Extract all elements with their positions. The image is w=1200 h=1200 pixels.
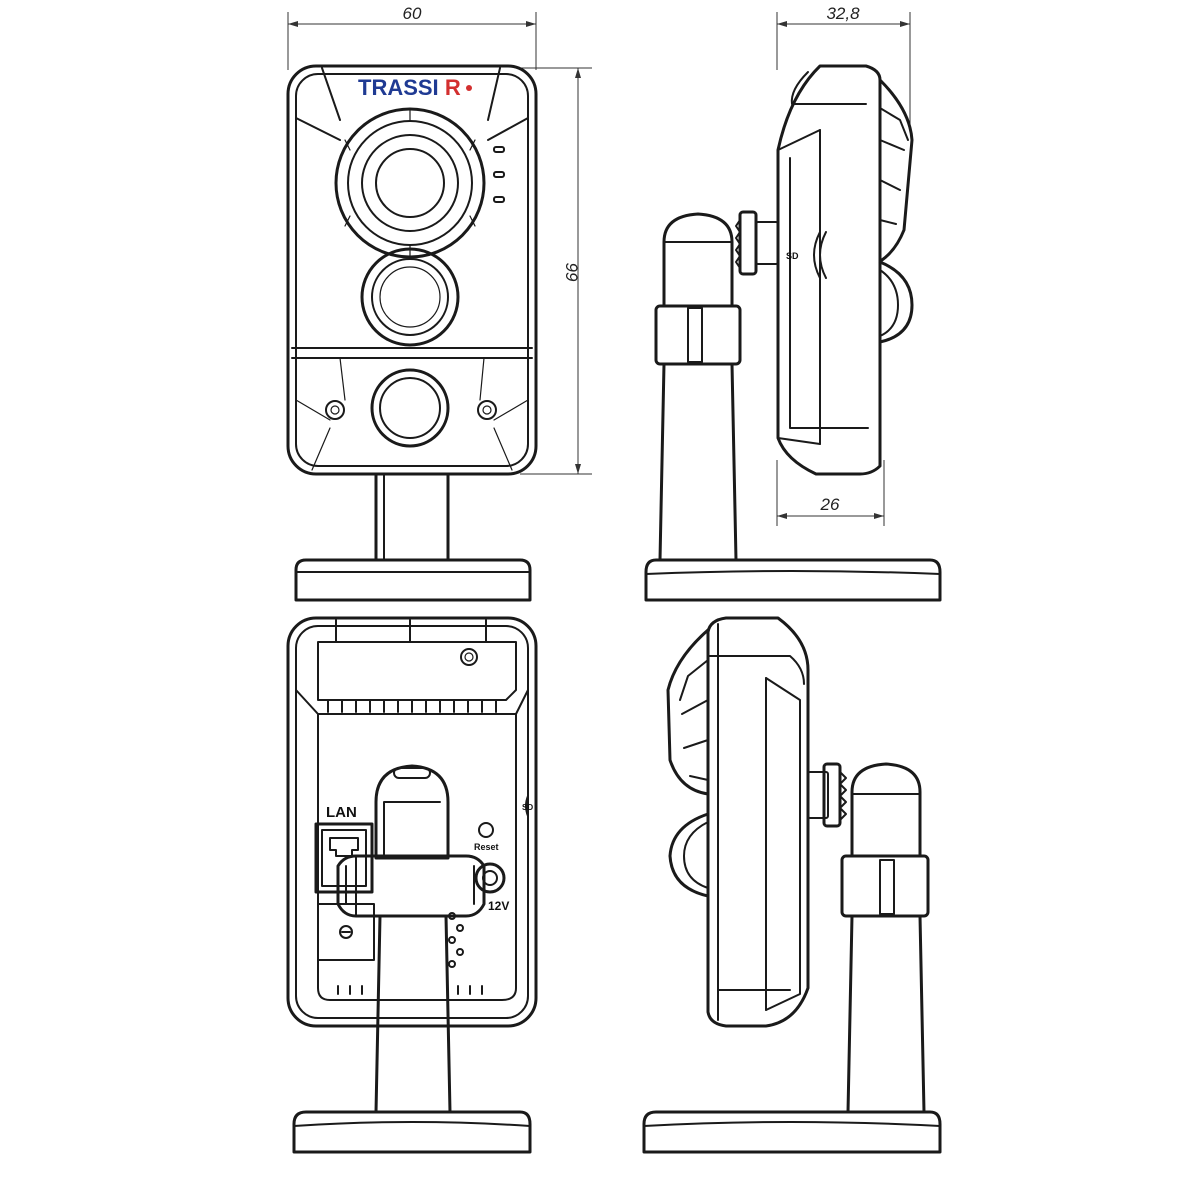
front-height-dimension: 99 bbox=[520, 67, 592, 475]
right-side-view: 32,8 26 SD bbox=[644, 4, 942, 602]
status-led bbox=[493, 171, 505, 178]
sd-slot-label: SD bbox=[786, 251, 799, 261]
status-led bbox=[493, 146, 505, 153]
speaker-holes bbox=[448, 912, 464, 968]
left-stand bbox=[642, 762, 942, 1154]
lan-label: LAN bbox=[326, 804, 357, 821]
left-side-view bbox=[642, 616, 942, 1154]
main-lens bbox=[334, 107, 505, 259]
side-depth-body-value: 26 bbox=[820, 495, 840, 514]
rear-view: LAN Reset 12V bbox=[286, 616, 538, 1154]
power-label: 12V bbox=[488, 899, 509, 913]
mount-knob bbox=[735, 210, 779, 276]
reset-label: Reset bbox=[474, 842, 499, 852]
front-stand bbox=[294, 472, 532, 602]
top-vents bbox=[327, 699, 497, 713]
status-led bbox=[493, 196, 505, 203]
brand-logo: TRASSI R bbox=[358, 75, 461, 100]
front-width-dimension: 60 bbox=[287, 4, 537, 70]
side-stand bbox=[644, 212, 942, 602]
rear-stand bbox=[292, 764, 532, 1154]
logo-accent-dot bbox=[466, 85, 472, 91]
ir-led-left bbox=[325, 400, 345, 420]
front-height-value: 99 bbox=[562, 263, 581, 282]
front-view: 60 99 TRASSI R bbox=[286, 4, 592, 602]
side-depth-total-dimension: 32,8 bbox=[776, 4, 911, 130]
bottom-sensor bbox=[325, 368, 497, 448]
power-jack: 12V bbox=[474, 862, 509, 913]
pir-sensor bbox=[360, 247, 460, 347]
side-depth-total-value: 32,8 bbox=[826, 4, 860, 23]
rear-sd-label: SD bbox=[522, 803, 533, 812]
left-mount-knob bbox=[807, 762, 847, 828]
ir-led-right bbox=[477, 400, 497, 420]
front-width-value: 60 bbox=[403, 4, 422, 23]
reset-button: Reset bbox=[474, 822, 499, 852]
side-depth-body-dimension: 26 bbox=[776, 460, 885, 526]
